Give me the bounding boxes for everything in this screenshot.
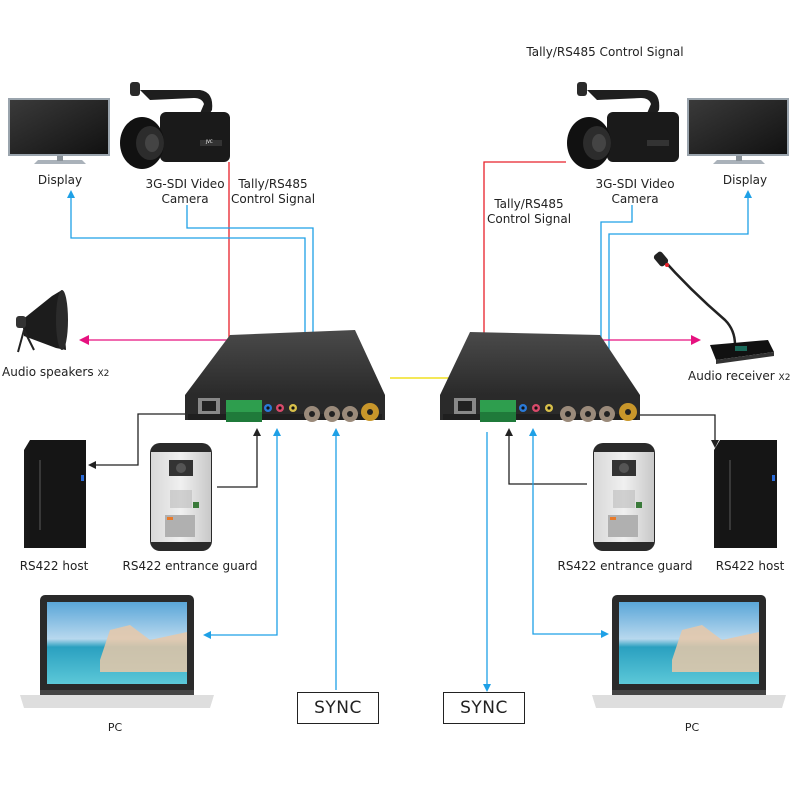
right-tally-label-line1: Tally/RS485: [494, 197, 564, 211]
right-sync-box: SYNC: [443, 692, 525, 724]
left-camera-label-line1: 3G-SDI Video: [145, 177, 225, 191]
audio-receiver-label: Audio receiver X2: [688, 369, 798, 386]
left-pc-line: [207, 428, 281, 636]
left-pc-laptop-icon: [20, 595, 214, 708]
right-extender-device: [440, 332, 640, 422]
left-camera-icon: JVC: [120, 82, 230, 169]
audio-receiver-icon: [653, 251, 774, 364]
right-display-line: [608, 190, 752, 400]
left-camera-line: [186, 205, 317, 400]
left-tally-label-line2: Control Signal: [230, 192, 316, 206]
right-rs422-host-label: RS422 host: [715, 559, 785, 573]
right-camera-label: 3G-SDI Video Camera: [580, 177, 690, 207]
right-top-tally-label: Tally/RS485 Control Signal: [526, 45, 684, 59]
left-rs422-guard-label: RS422 entrance guard: [122, 559, 258, 573]
left-pc-label: PC: [107, 721, 123, 734]
right-entrance-guard-icon: [593, 443, 655, 551]
right-pc-label: PC: [684, 721, 700, 734]
audio-speakers-qty: X2: [97, 369, 110, 379]
left-display-line: [67, 190, 306, 402]
left-tally-label: Tally/RS485 Control Signal: [228, 177, 318, 207]
left-rs422-host-label: RS422 host: [19, 559, 89, 573]
left-sync-box: SYNC: [297, 692, 379, 724]
audio-speakers-text: Audio speakers: [2, 365, 94, 379]
right-pc-line: [532, 432, 609, 638]
left-rs422-host-icon: [24, 440, 86, 548]
right-tally-label-line2: Control Signal: [486, 212, 572, 226]
left-camera-label-line2: Camera: [161, 192, 209, 206]
right-camera-label-line1: 3G-SDI Video: [595, 177, 675, 191]
right-camera-line: [597, 205, 633, 396]
svg-text:JVC: JVC: [205, 139, 213, 144]
left-display-label: Display: [37, 173, 83, 187]
right-tally-line: [483, 161, 566, 405]
left-guard-line: [217, 428, 261, 488]
left-display-icon: [8, 98, 110, 164]
right-tally-label: Tally/RS485 Control Signal: [484, 197, 574, 227]
audio-receiver-text: Audio receiver: [688, 369, 775, 383]
audio-receiver-qty: X2: [778, 373, 791, 383]
audio-speakers-label: Audio speakers X2: [2, 365, 112, 382]
left-host-line: [88, 413, 198, 469]
right-rs422-host-icon: [714, 440, 777, 548]
right-camera-icon: [567, 82, 679, 169]
left-extender-device: [185, 330, 385, 422]
left-camera-label: 3G-SDI Video Camera: [130, 177, 240, 207]
right-camera-label-line2: Camera: [611, 192, 659, 206]
right-rs422-guard-label: RS422 entrance guard: [557, 559, 693, 573]
left-tally-label-line1: Tally/RS485: [238, 177, 308, 191]
right-pc-laptop-icon: [592, 595, 786, 708]
left-entrance-guard-icon: [150, 443, 212, 551]
right-display-icon: [687, 98, 789, 164]
right-display-label: Display: [722, 173, 768, 187]
right-guard-line: [505, 428, 587, 485]
audio-speaker-icon: [16, 290, 68, 353]
